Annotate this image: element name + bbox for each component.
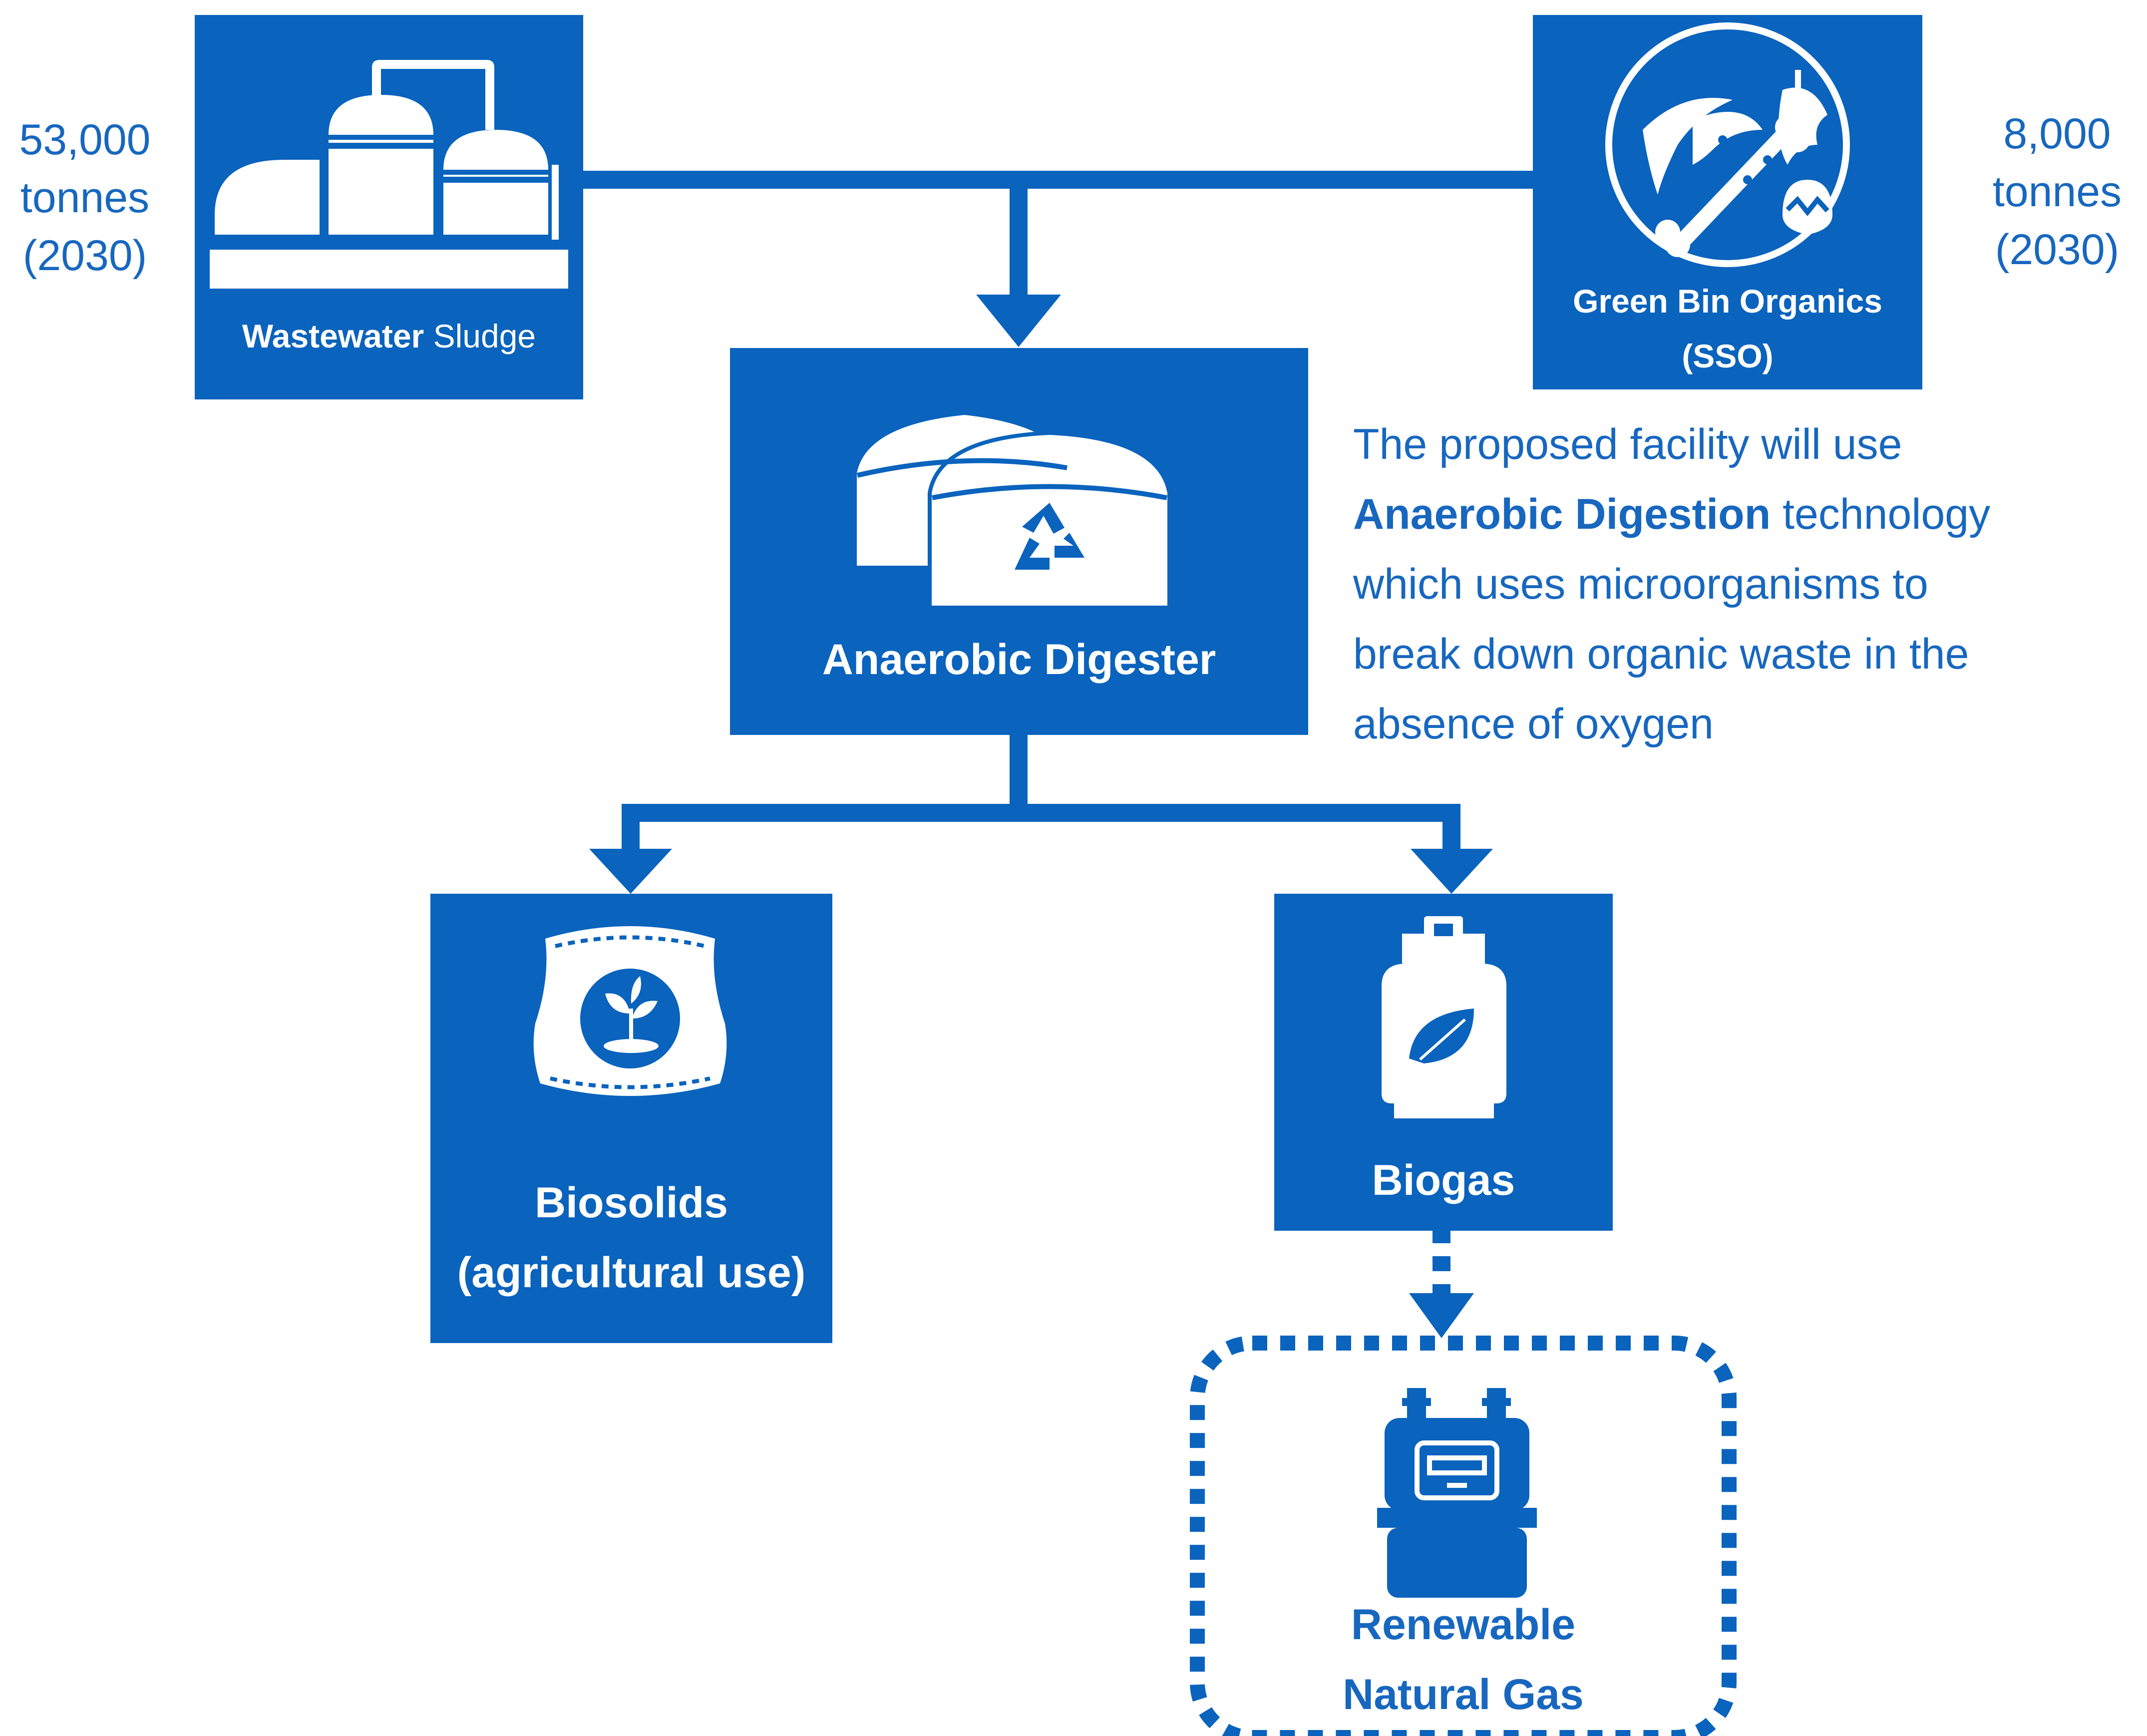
split-line [622,804,1460,822]
description-line5: absence of oxygen [1353,700,1714,748]
green-bin-year: (2030) [1995,226,2120,274]
description-after-bold: technology [1771,490,1991,538]
wastewater-label-bold: Wastewater [242,318,424,354]
description-line1: The proposed facility will use [1353,420,1902,468]
wastewater-year: (2030) [22,232,147,280]
description-line3: which uses microorganisms to [1353,560,1928,608]
wastewater-label-regular: Sludge [433,318,536,354]
green-bin-label-line2: (SSO) [1682,338,1774,374]
to-biosolids-line [622,804,640,854]
process-description: The proposed facility will use Anaerobic… [1353,409,2112,759]
biosolids-label-line1: Biosolids [534,1179,728,1227]
rng-node: Renewable Natural Gas [1197,1343,1729,1733]
digester-tanks-recycle-icon [853,410,1171,610]
biosolids-label-line2: (agricultural use) [457,1249,806,1297]
wastewater-amount: 53,000 [19,116,151,164]
arrow-to-rng [1409,1293,1474,1338]
arrow-to-biogas [1411,849,1493,894]
green-bin-organics-box: Green Bin Organics (SSO) [1533,15,1922,389]
input-merge-line [582,171,1535,189]
rng-label-line1: Renewable [1351,1601,1576,1649]
gas-meter-icon [1377,1388,1537,1598]
food-scraps-icon [1605,22,1850,267]
fertilizer-bag-icon [533,926,727,1096]
to-biogas-line [1442,804,1460,854]
description-line2: Anaerobic Digestion technology [1353,479,2112,549]
anaerobic-digester-box: Anaerobic Digester [730,348,1308,735]
wastewater-stat: 53,000 tonnes (2030) [5,111,165,285]
description-line4: break down organic waste in the [1353,630,1969,678]
green-bin-stat: 8,000 tonnes (2030) [1977,105,2137,279]
arrow-to-digester [976,295,1061,347]
merge-to-digester-line [1010,180,1028,300]
wastewater-sludge-label: Wastewater Sludge [195,317,583,355]
treatment-plant-icon [210,60,568,289]
anaerobic-digester-label: Anaerobic Digester [822,636,1216,684]
green-bin-label-line1: Green Bin Organics [1573,283,1882,320]
biogas-label: Biogas [1372,1156,1515,1204]
biosolids-box: Biosolids (agricultural use) [430,894,832,1343]
wastewater-sludge-box: Wastewater Sludge [195,15,583,399]
description-bold-term: Anaerobic Digestion [1353,490,1771,538]
arrow-to-biosolids [589,849,672,894]
green-bin-amount: 8,000 [2003,110,2111,158]
rng-label-line2: Natural Gas [1343,1671,1584,1719]
wastewater-unit: tonnes [20,174,150,222]
green-bin-unit: tonnes [1992,168,2122,216]
rng-dashed-border [1190,1336,1737,1736]
gas-cylinder-leaf-icon [1382,916,1506,1118]
biogas-box: Biogas [1274,894,1613,1231]
